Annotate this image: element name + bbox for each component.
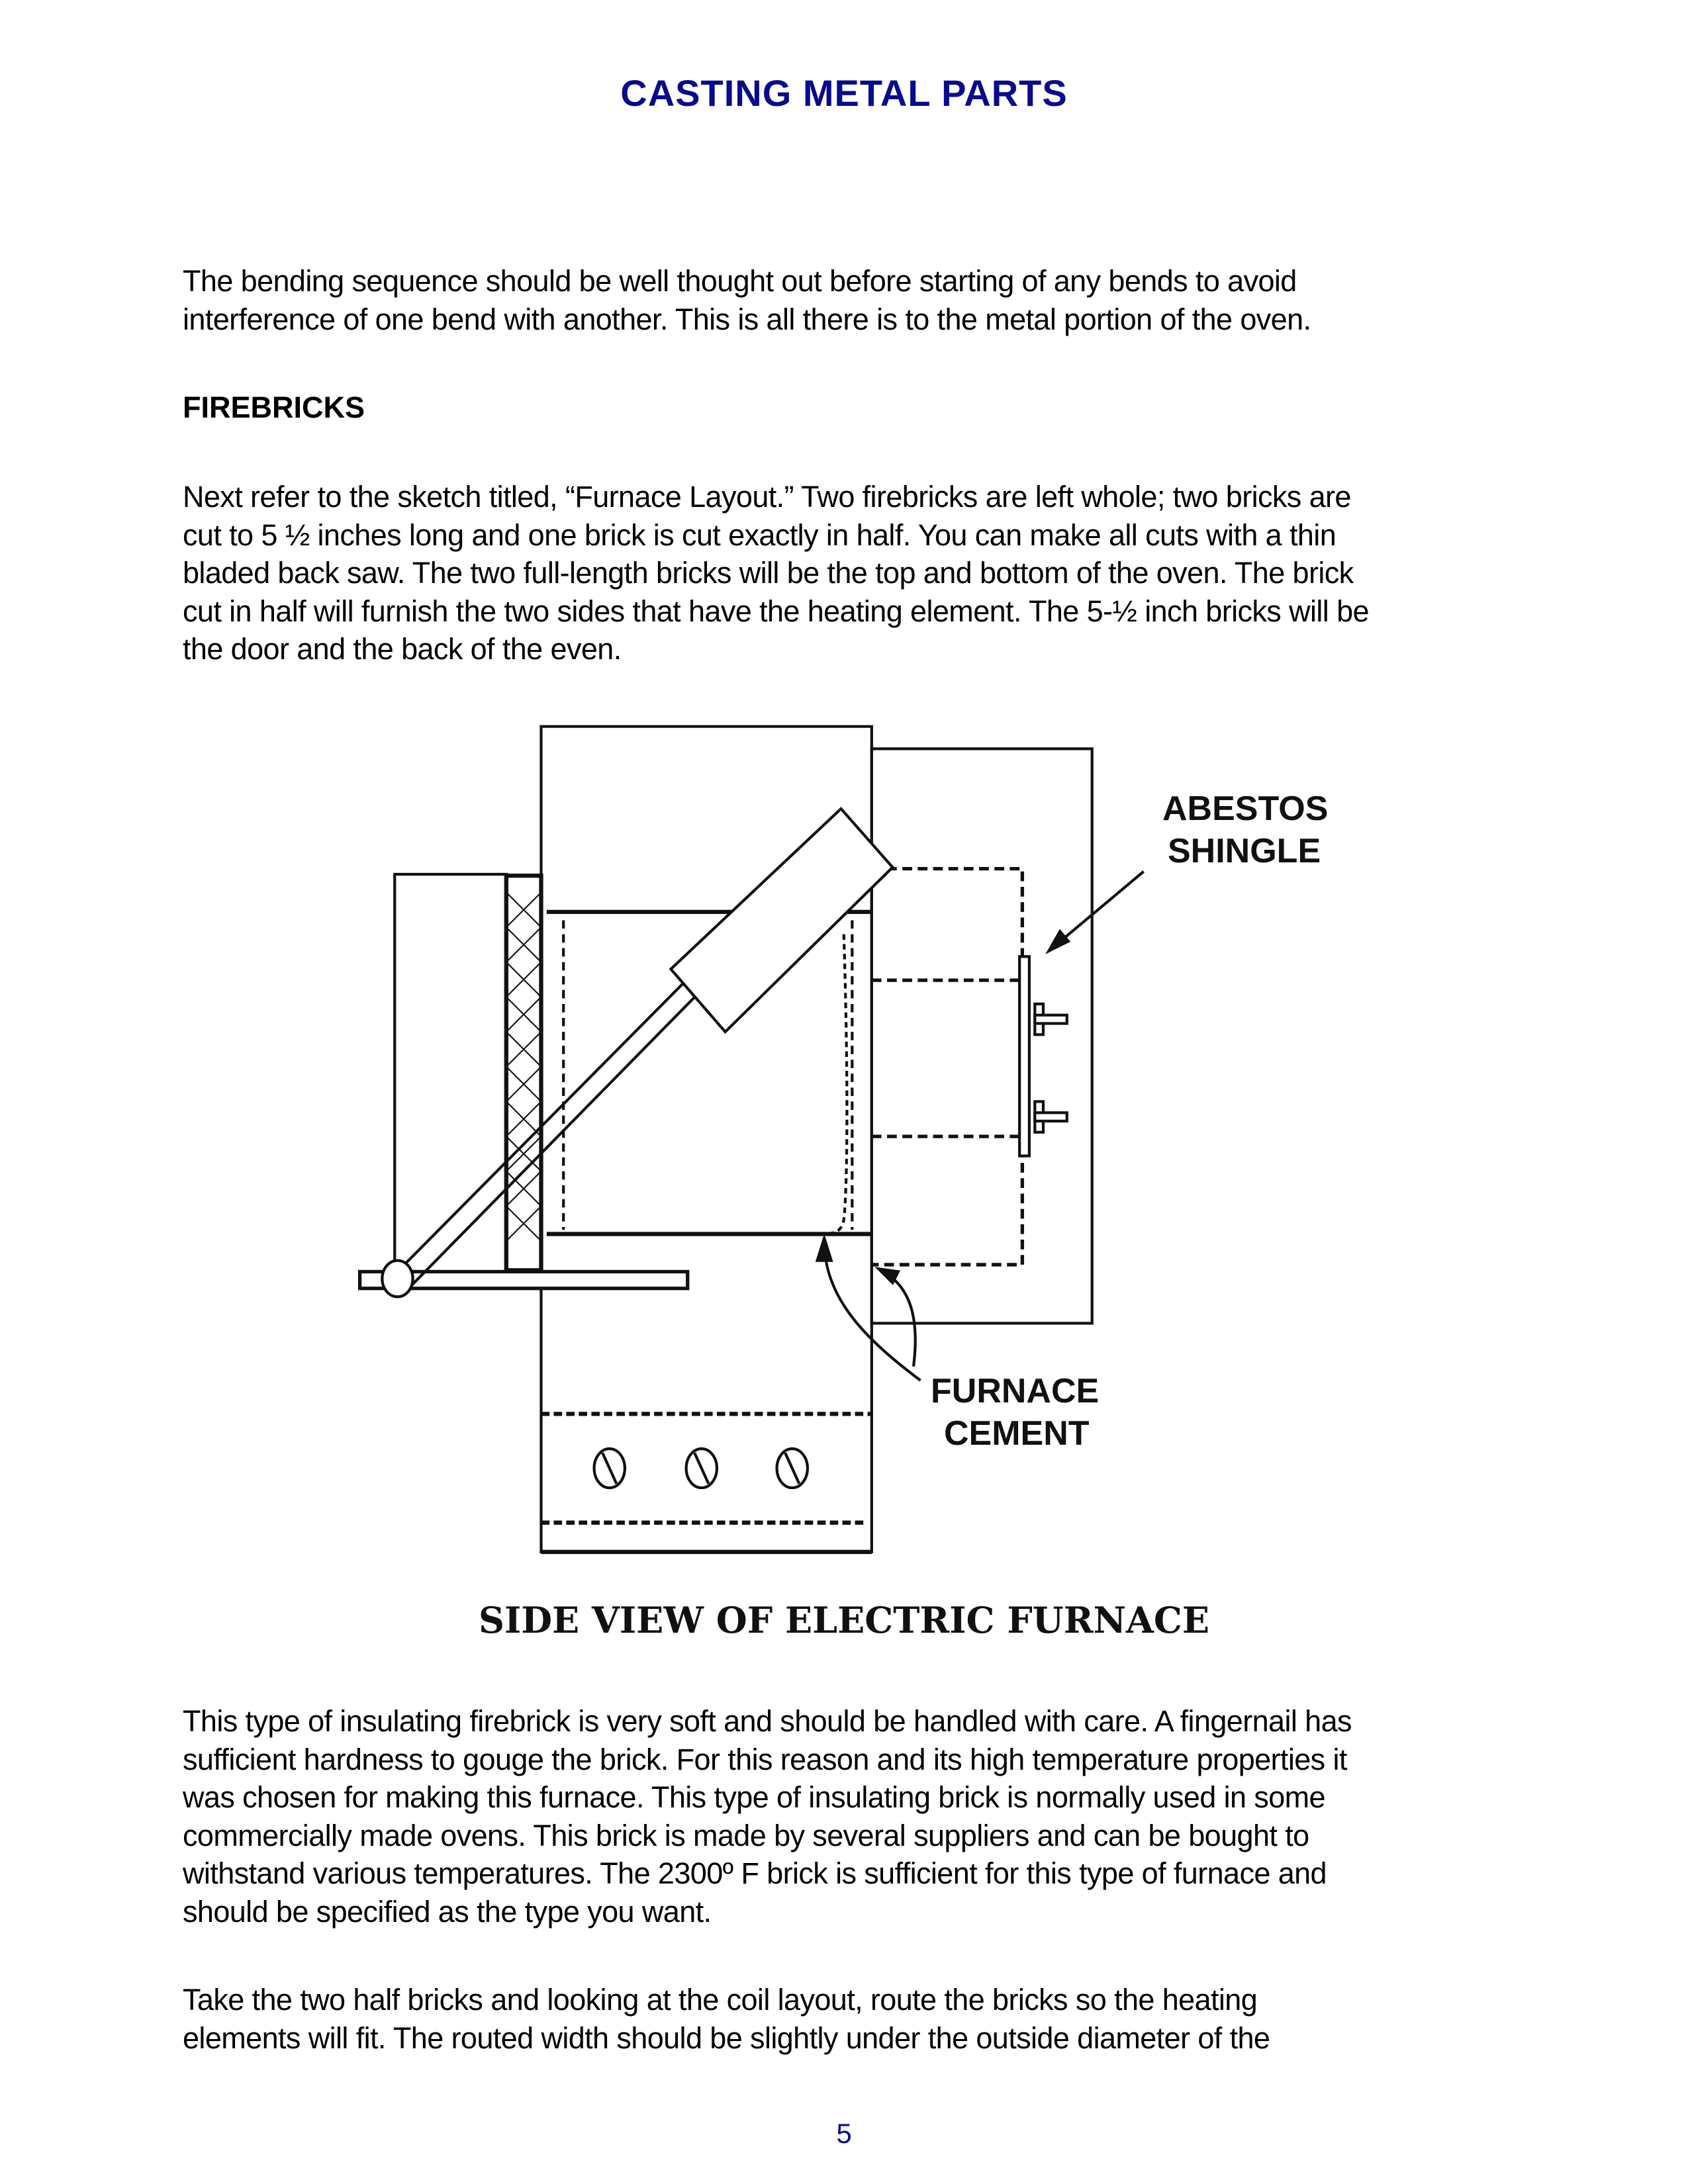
text-line: The bending sequence should be well thou… xyxy=(183,264,1297,298)
terminal-bolt-icon xyxy=(1033,1100,1068,1134)
text-line: This type of insulating firebrick is ver… xyxy=(183,1704,1352,1738)
base-plate xyxy=(357,1269,690,1291)
handle-pivot xyxy=(381,1259,414,1298)
furnace-body-outline xyxy=(539,725,873,1554)
text-line: cut to 5 ½ inches long and one brick is … xyxy=(183,518,1336,552)
insulation-hatch xyxy=(506,891,542,1242)
paragraph-insulating-firebrick: This type of insulating firebrick is ver… xyxy=(183,1702,1507,1931)
label-abestos-shingle: ABESTOS SHINGLE xyxy=(1162,788,1328,872)
paragraph-route-bricks: Take the two half bricks and looking at … xyxy=(183,1981,1507,2057)
screw-icon xyxy=(775,1447,810,1490)
label-line: SHINGLE xyxy=(1168,832,1321,870)
text-line: elements will fit. The routed width shou… xyxy=(183,2021,1270,2055)
text-line: sufficient hardness to gouge the brick. … xyxy=(183,1742,1347,1776)
screw-icon xyxy=(684,1447,719,1490)
page-number: 5 xyxy=(836,2118,852,2149)
label-furnace-cement: FURNACE CEMENT xyxy=(931,1370,1099,1455)
cement-leader-arrow-2 xyxy=(878,1267,917,1367)
paragraph-bending: The bending sequence should be well thou… xyxy=(183,262,1507,338)
abestos-leader-arrow xyxy=(1048,870,1145,952)
text-line: Next refer to the sketch titled, “Furnac… xyxy=(183,480,1351,514)
cement-curve xyxy=(826,934,849,1236)
asbestos-shingle-plate xyxy=(1018,955,1031,1158)
terminal-bolt-icon xyxy=(1033,1002,1068,1036)
text-line: cut in half will furnish the two sides t… xyxy=(183,594,1370,628)
text-line: Take the two half bricks and looking at … xyxy=(183,1983,1258,2017)
page-title: CASTING METAL PARTS xyxy=(620,72,1068,114)
paragraph-firebricks: Next refer to the sketch titled, “Furnac… xyxy=(183,478,1507,668)
door-panel xyxy=(393,872,508,1273)
handle-grip xyxy=(669,806,895,1034)
door-handle-rod xyxy=(385,975,706,1291)
furnace-back-box xyxy=(870,747,1094,1325)
label-line: CEMENT xyxy=(944,1414,1090,1453)
screw-icon xyxy=(592,1447,627,1490)
text-line: should be specified as the type you want… xyxy=(183,1894,712,1929)
cement-leader-arrow-1 xyxy=(823,1238,921,1382)
text-line: commercially made ovens. This brick is m… xyxy=(183,1818,1309,1852)
section-heading-firebricks: FIREBRICKS xyxy=(183,390,365,424)
text-line: was chosen for making this furnace. This… xyxy=(183,1780,1326,1814)
label-line: ABESTOS xyxy=(1162,790,1329,828)
text-line: interference of one bend with another. T… xyxy=(183,302,1311,336)
label-line: FURNACE xyxy=(931,1372,1100,1410)
text-line: the door and the back of the even. xyxy=(183,632,622,666)
text-line: withstand various temperatures. The 2300… xyxy=(183,1856,1327,1890)
figure-caption: SIDE VIEW OF ELECTRIC FURNACE xyxy=(478,1599,1210,1641)
back-brick-dashed xyxy=(871,866,1025,1267)
insulation-strip xyxy=(504,873,543,1273)
text-line: bladed back saw. The two full-length bri… xyxy=(183,556,1354,590)
